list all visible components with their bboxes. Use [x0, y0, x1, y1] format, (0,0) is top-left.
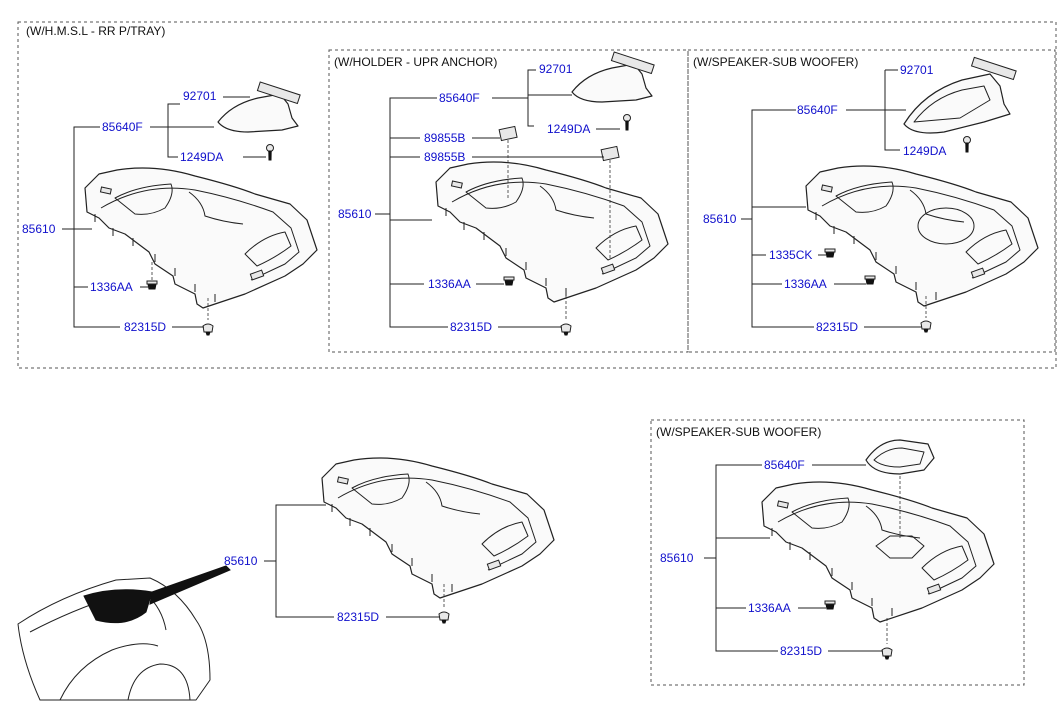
tray-illustration-g4 [321, 457, 555, 599]
part-number-g1-82315D[interactable]: 82315D [124, 320, 166, 334]
leader-g1-85640F [150, 103, 214, 158]
clip-illustration-g1 [146, 280, 158, 290]
speaker-trim-inner-g5 [873, 447, 925, 468]
anchor-holder-illustration-b [600, 145, 620, 162]
speaker-trim-illustration-g5 [865, 439, 935, 475]
part-number-g2-85640F[interactable]: 85640F [439, 91, 480, 105]
clip-1336AA-illustration-g3 [864, 275, 876, 285]
part-number-g5-85640F[interactable]: 85640F [764, 458, 805, 472]
screw-illustration-g3 [963, 136, 971, 153]
part-number-g2-92701[interactable]: 92701 [539, 62, 573, 76]
part-number-g1-1336AA[interactable]: 1336AA [90, 280, 133, 294]
part-number-g4-82315D[interactable]: 82315D [337, 610, 379, 624]
grommet-illustration-g2 [560, 323, 572, 336]
part-number-g3-85640F[interactable]: 85640F [797, 103, 838, 117]
speaker-lamp-bar-g3 [970, 56, 1017, 81]
part-number-g3-1249DA[interactable]: 1249DA [903, 144, 946, 158]
hmsl-lamp-illustration-g2 [571, 51, 655, 103]
part-number-g5-1336AA[interactable]: 1336AA [748, 601, 791, 615]
group-title-speaker-bottom: (W/SPEAKER-SUB WOOFER) [656, 425, 821, 439]
tray-illustration-g5 [761, 481, 995, 623]
group-box-speaker-bottom [650, 419, 1025, 686]
part-number-g2-82315D[interactable]: 82315D [450, 320, 492, 334]
part-number-g1-85610[interactable]: 85610 [22, 222, 56, 236]
part-number-g2-85610[interactable]: 85610 [338, 207, 372, 221]
leader-g3-main [741, 109, 814, 328]
part-number-g3-1336AA[interactable]: 1336AA [784, 277, 827, 291]
leader-g5-main [704, 464, 778, 652]
part-number-g2-1249DA[interactable]: 1249DA [547, 122, 590, 136]
part-number-g1-92701[interactable]: 92701 [183, 89, 217, 103]
leader-g2-92701 [492, 69, 572, 127]
anchor-holder-illustration-a [498, 125, 518, 142]
clip-illustration-g2 [503, 276, 515, 286]
part-number-g3-92701[interactable]: 92701 [900, 63, 934, 77]
grommet-illustration-g5 [881, 647, 893, 660]
part-number-g5-82315D[interactable]: 82315D [780, 644, 822, 658]
speaker-cover-inner-g3 [913, 85, 991, 123]
group-box-speaker-top [687, 49, 1056, 353]
group-title-hmsl: (W/H.M.S.L - RR P/TRAY) [26, 24, 165, 38]
speaker-opening-illustration-g5 [875, 535, 925, 559]
grommet-illustration-g1 [202, 323, 214, 336]
group-box-holder [328, 49, 689, 353]
grommet-illustration-g3 [920, 320, 932, 333]
vehicle-locator-illustration [17, 565, 231, 701]
leader-g3-92701 [846, 69, 906, 151]
hmsl-lamp-illustration-g1 [217, 81, 301, 133]
part-number-g5-85610[interactable]: 85610 [660, 551, 694, 565]
leader-g4-main [264, 504, 334, 618]
speaker-opening-illustration-g3 [917, 207, 975, 245]
tray-illustration-g2 [435, 161, 669, 303]
part-number-g2-89855B-a[interactable]: 89855B [424, 131, 465, 145]
group-box-hmsl [17, 21, 1057, 369]
screw-illustration-g2 [623, 114, 631, 131]
part-number-g2-89855B-b[interactable]: 89855B [424, 150, 465, 164]
clip-1335CK-illustration [824, 248, 836, 258]
screw-illustration-g1 [266, 144, 274, 161]
group-title-holder: (W/HOLDER - UPR ANCHOR) [334, 55, 497, 69]
leader-g2-main [375, 97, 448, 328]
part-number-g1-85640F[interactable]: 85640F [102, 120, 143, 134]
group-title-speaker-top: (W/SPEAKER-SUB WOOFER) [693, 55, 858, 69]
part-number-g3-85610[interactable]: 85610 [703, 212, 737, 226]
part-number-g3-82315D[interactable]: 82315D [816, 320, 858, 334]
part-number-g3-1335CK[interactable]: 1335CK [769, 248, 812, 262]
part-number-g2-1336AA[interactable]: 1336AA [428, 277, 471, 291]
part-number-g1-1249DA[interactable]: 1249DA [180, 150, 223, 164]
grommet-illustration-g4 [438, 611, 450, 624]
part-number-g4-85610[interactable]: 85610 [224, 554, 258, 568]
clip-illustration-g5 [824, 600, 836, 610]
speaker-cover-illustration-g3 [903, 73, 1011, 134]
leader-g1-main [62, 126, 120, 328]
